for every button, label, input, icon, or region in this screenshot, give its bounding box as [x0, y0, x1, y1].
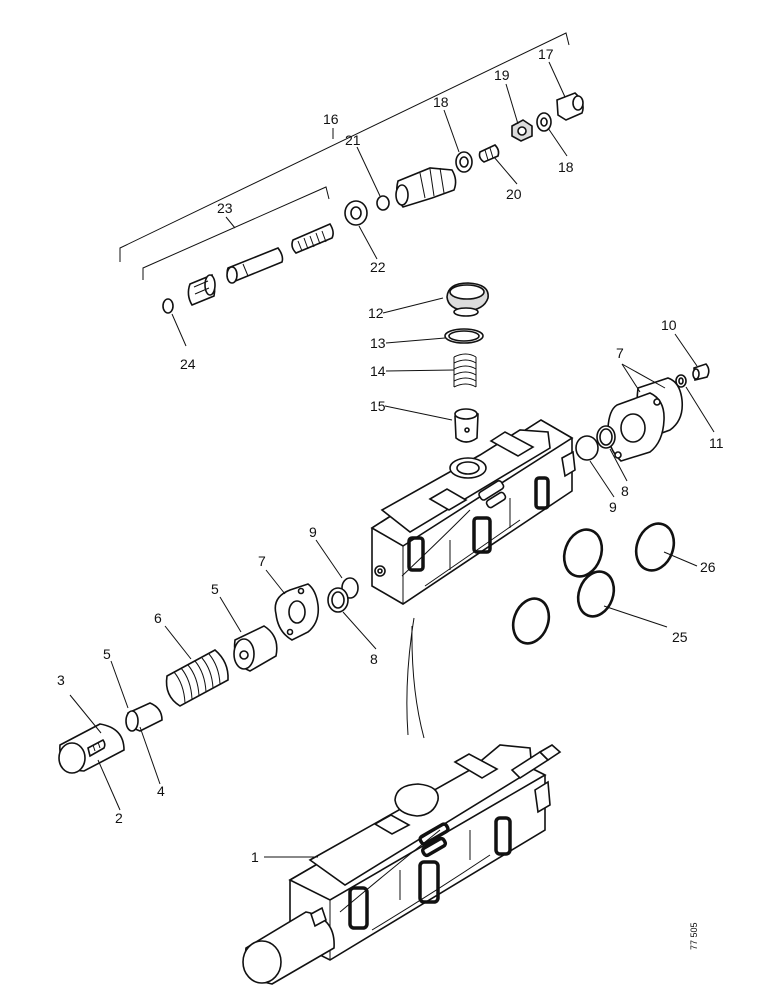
callout-18-lower: 18	[558, 159, 574, 175]
drawing-code: 77 505	[689, 922, 699, 950]
locknut-19	[511, 119, 533, 142]
callout-9-left: 9	[309, 524, 317, 540]
bush-15	[454, 408, 479, 443]
callout-26: 26	[700, 559, 716, 575]
o-ring-25a	[511, 597, 551, 645]
callout-8-left: 8	[370, 651, 378, 667]
o-ring-13	[444, 328, 484, 344]
callouts: 1 2 3 4 5 5 6 7 7 8 8 9 9 10 11 12 13 14…	[57, 46, 724, 865]
o-ring-9b	[575, 435, 599, 461]
assembled-valve-section-1	[242, 744, 562, 985]
callout-9-right: 9	[609, 499, 617, 515]
assembly-connector-lines	[406, 617, 425, 739]
spring-6	[165, 649, 229, 707]
callout-19: 19	[494, 67, 510, 83]
o-ring-21	[376, 195, 390, 211]
cap-nut-17	[556, 92, 584, 121]
gasket-plate-7	[274, 583, 320, 641]
washer-22	[344, 200, 368, 226]
o-ring-8b	[596, 425, 616, 449]
o-ring-8a	[327, 587, 349, 613]
callout-23: 23	[217, 200, 233, 216]
washer-18a	[455, 151, 473, 173]
callout-3: 3	[57, 672, 65, 688]
callout-21: 21	[345, 132, 361, 148]
bolt-10	[692, 363, 710, 382]
callout-4: 4	[157, 783, 165, 799]
callout-16: 16	[323, 111, 339, 127]
o-ring-26b	[634, 522, 676, 572]
callout-10: 10	[661, 317, 677, 333]
leader-23	[225, 216, 236, 229]
adjust-screw-20	[478, 144, 500, 163]
callout-15: 15	[370, 398, 386, 414]
callout-13: 13	[370, 335, 386, 351]
callout-25: 25	[672, 629, 688, 645]
seat-part-23	[187, 273, 216, 307]
flange-plate-7a	[607, 392, 665, 462]
callout-2: 2	[115, 810, 123, 826]
o-ring-24	[162, 298, 174, 314]
valve-section-housing	[370, 419, 576, 605]
callout-7-left: 7	[258, 553, 266, 569]
callout-1: 1	[251, 849, 259, 865]
washer-18b	[536, 112, 552, 132]
o-ring-25b	[576, 570, 616, 618]
callout-18-upper: 18	[433, 94, 449, 110]
spring-23	[291, 222, 334, 254]
washer-11	[675, 374, 687, 388]
callout-17: 17	[538, 46, 554, 62]
bracket-16	[119, 32, 570, 262]
plunger-23	[226, 247, 284, 284]
callout-14: 14	[370, 363, 386, 379]
callout-11: 11	[709, 435, 724, 451]
callout-8-right: 8	[621, 483, 629, 499]
leader-lines	[69, 61, 715, 858]
valve-body-16	[395, 167, 457, 208]
callout-22: 22	[370, 259, 386, 275]
callout-6: 6	[154, 610, 162, 626]
callout-12: 12	[368, 305, 384, 321]
callout-20: 20	[506, 186, 522, 202]
spring-cup-5b	[233, 625, 278, 672]
plug-12	[446, 282, 489, 317]
o-ring-26a	[562, 528, 604, 578]
spring-cup-5a	[125, 702, 163, 732]
screw-2	[87, 738, 106, 758]
callout-5-lower: 5	[103, 646, 111, 662]
spring-14	[453, 353, 477, 388]
callout-7-right: 7	[616, 345, 624, 361]
callout-5-upper: 5	[211, 581, 219, 597]
callout-24: 24	[180, 356, 196, 372]
